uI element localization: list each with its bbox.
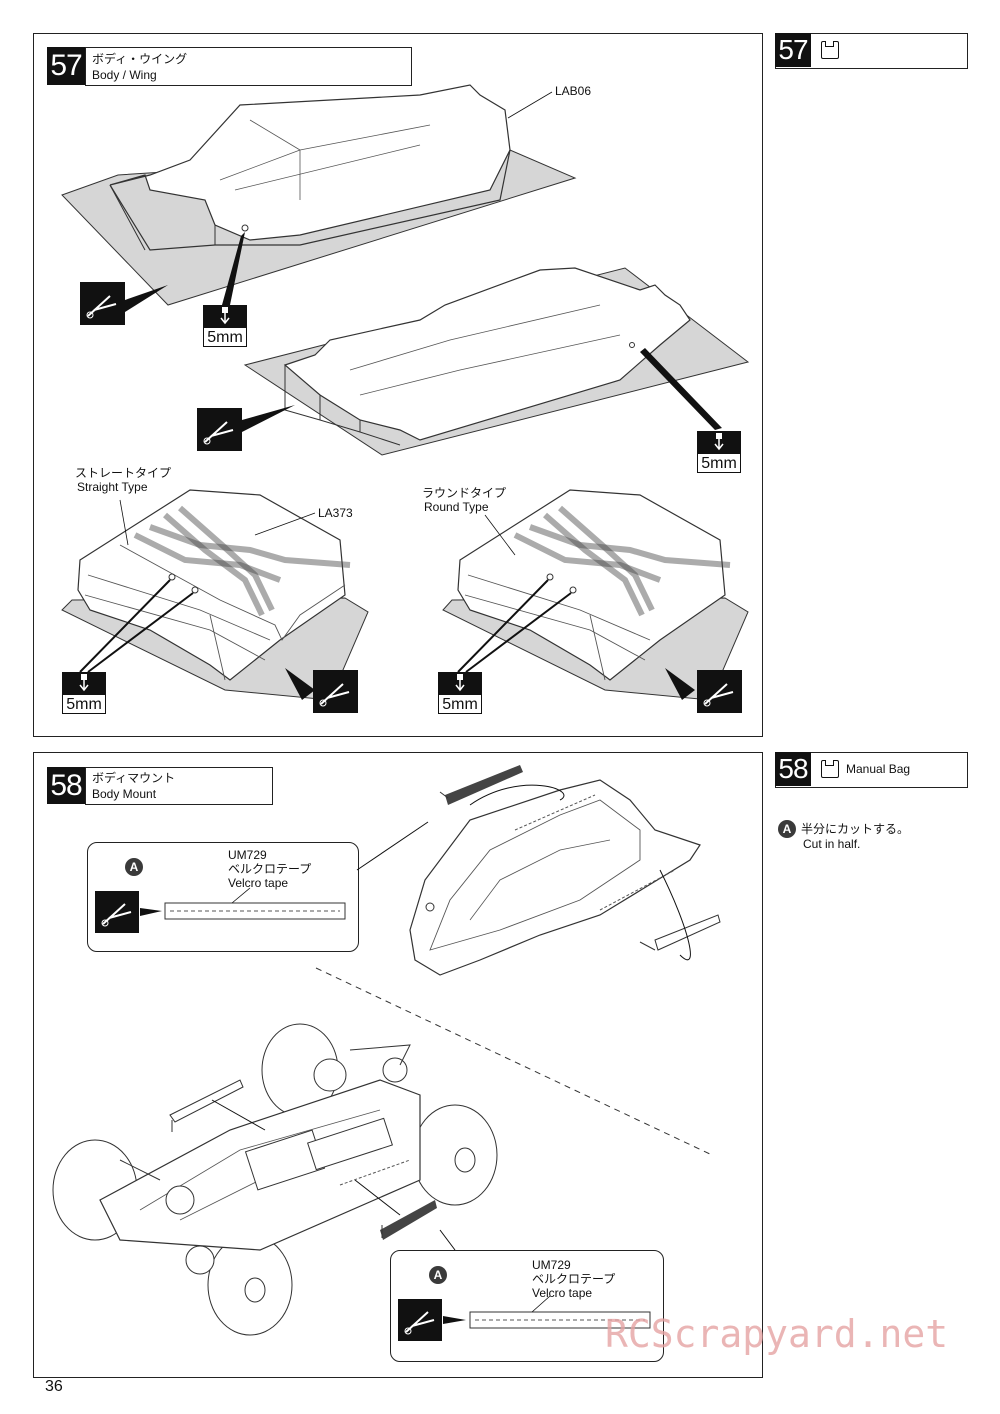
callout-a-badge: A (125, 858, 143, 876)
cut-scissors-icon (398, 1299, 442, 1341)
manual-bag-label: Manual Bag (846, 762, 911, 776)
page-number: 36 (45, 1378, 63, 1395)
note-en: Cut in half. (803, 837, 861, 851)
callout-jp-label: ベルクロテープ (228, 862, 312, 876)
step-58-number: 58 (47, 767, 85, 804)
step-58-side-number: 58 (775, 752, 811, 786)
note-a-badge: A (778, 820, 796, 838)
cut-scissors-icon (95, 891, 139, 933)
drill-5mm-label: 5mm (62, 694, 106, 714)
drill-5mm-icon: 5mm (438, 672, 482, 714)
round-type-jp: ラウンドタイプ (422, 486, 507, 500)
round-type-en: Round Type (424, 500, 489, 514)
manual-bag-icon (821, 760, 839, 778)
cut-scissors-icon (197, 408, 242, 451)
part-la373-label: LA373 (318, 506, 353, 520)
callout-en-label: Velcro tape (228, 876, 289, 890)
step-57-number: 57 (47, 47, 85, 85)
step-57-title: ボディ・ウイング Body / Wing (85, 47, 412, 86)
part-lab06-label: LAB06 (555, 84, 592, 98)
step-57-title-en: Body / Wing (92, 68, 157, 82)
drill-5mm-icon: 5mm (697, 431, 741, 473)
drill-5mm-label: 5mm (438, 694, 482, 714)
drill-5mm-label: 5mm (697, 453, 741, 473)
step-58-title-en: Body Mount (92, 787, 157, 801)
cut-scissors-icon (313, 670, 358, 713)
manual-bag-icon (821, 41, 839, 59)
straight-type-jp: ストレートタイプ (75, 466, 172, 480)
straight-type-en: Straight Type (77, 480, 148, 494)
callout-part-label: UM729 (228, 848, 267, 862)
drill-5mm-icon: 5mm (203, 305, 247, 347)
velcro-callout-top (87, 842, 359, 952)
drill-5mm-icon: 5mm (62, 672, 106, 714)
callout-a-badge: A (429, 1266, 447, 1284)
callout-part-label: UM729 (532, 1258, 571, 1272)
callout-jp-label: ベルクロテープ (532, 1272, 616, 1286)
watermark-text: RCScrapyard.net (605, 1312, 949, 1356)
callout-en-label: Velcro tape (532, 1286, 593, 1300)
velcro-callout-bottom (390, 1250, 664, 1362)
drill-5mm-label: 5mm (203, 327, 247, 347)
step-57-title-jp: ボディ・ウイング (92, 52, 188, 66)
note-jp: 半分にカットする。 (801, 822, 910, 836)
cut-scissors-icon (697, 670, 742, 713)
cut-scissors-icon (80, 282, 125, 325)
step-57-side-number: 57 (775, 33, 811, 67)
step-58-title: ボディマウント Body Mount (85, 767, 273, 805)
step-58-title-jp: ボディマウント (92, 771, 176, 785)
